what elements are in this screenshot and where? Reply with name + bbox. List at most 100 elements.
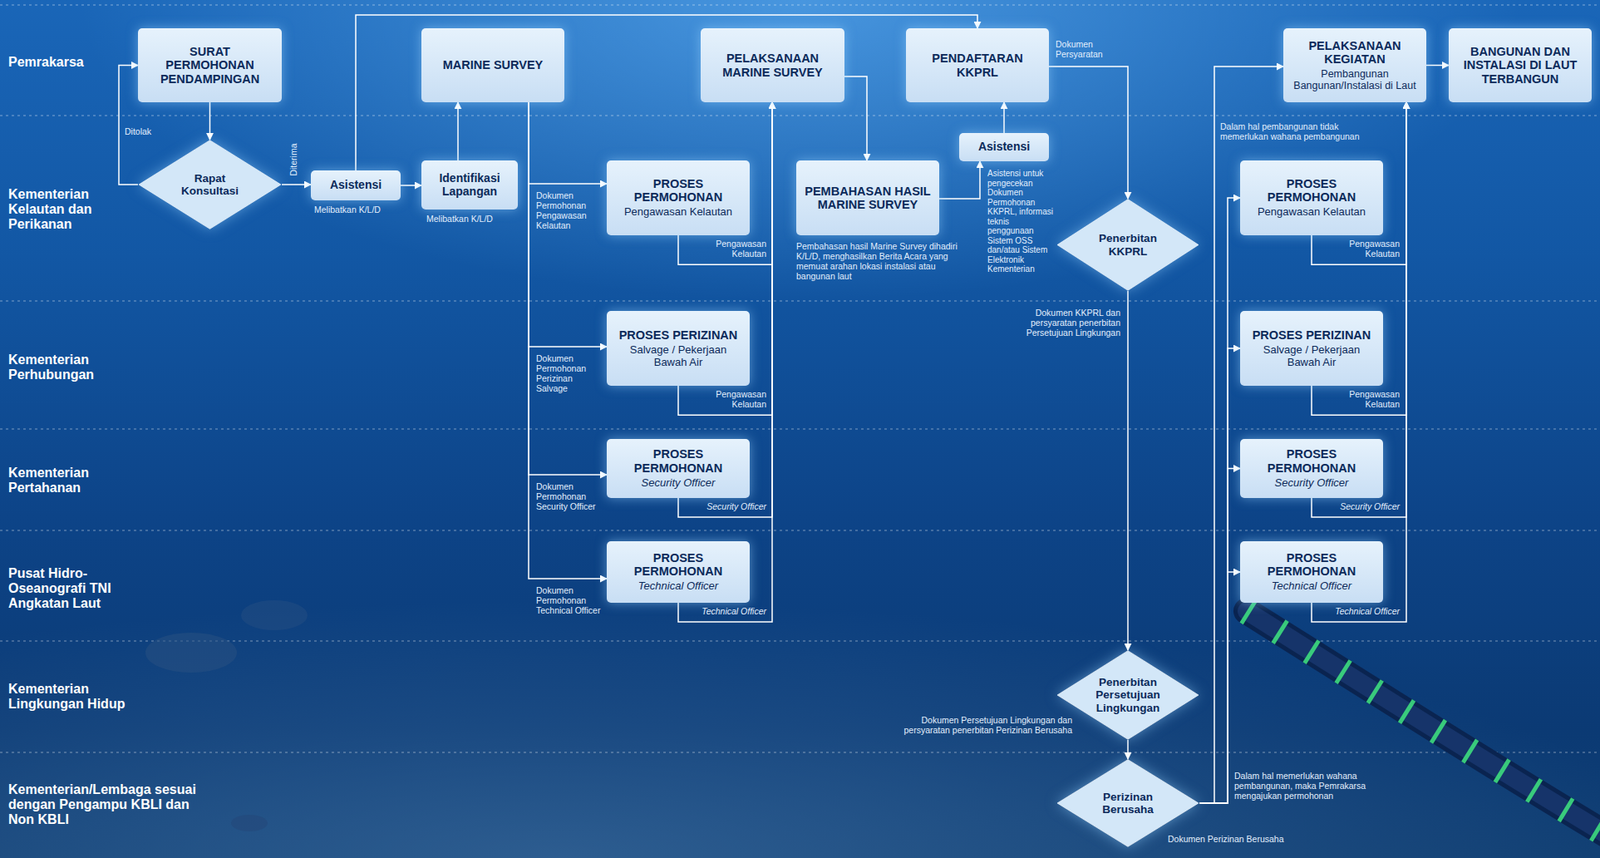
flow-connector bbox=[457, 102, 459, 161]
output-label: Security Officer bbox=[686, 501, 767, 512]
output-label: Pengawasan Kelautan bbox=[1319, 238, 1400, 259]
note-label: Dokumen KKPRL dan persyaratan penerbitan… bbox=[995, 307, 1121, 338]
note-label: Asistensi untuk pengecekan Dokumen Permo… bbox=[987, 168, 1054, 275]
output-label: Technical Officer bbox=[686, 605, 767, 616]
decision-diamond: Rapat Konsultasi bbox=[137, 139, 282, 230]
seabed-rocks bbox=[145, 600, 308, 832]
lane-label: Kementerian Perhubungan bbox=[8, 352, 129, 383]
flow-connector bbox=[1127, 290, 1129, 650]
process-box: PROSES PERMOHONAN Pengawasan Kelautan bbox=[606, 160, 750, 236]
process-box: PELAKSANAAN MARINE SURVEY bbox=[700, 28, 845, 103]
note-label: Melibatkan K/L/D bbox=[314, 204, 406, 215]
output-label: Technical Officer bbox=[1319, 605, 1400, 616]
box-title: PROSES PERMOHONAN bbox=[613, 177, 744, 204]
box-title: Penerbitan KKPRL bbox=[1083, 231, 1173, 257]
box-title: Asistensi bbox=[978, 140, 1030, 154]
note-label: Dokumen Persetujuan Lingkungan dan persy… bbox=[897, 714, 1073, 735]
flow-connector bbox=[1199, 197, 1241, 803]
note-label: Ditolak bbox=[124, 126, 175, 137]
submarine-cable bbox=[1246, 610, 1600, 836]
flow-connector bbox=[528, 102, 607, 347]
flow-connector bbox=[939, 161, 980, 199]
lane-label: Pemrakarsa bbox=[8, 54, 129, 70]
flow-connector bbox=[1199, 348, 1241, 803]
output-label: Security Officer bbox=[1319, 501, 1400, 512]
flow-connector bbox=[1003, 102, 1005, 133]
box-subtitle: Security Officer bbox=[1275, 477, 1349, 490]
lane-divider bbox=[0, 300, 1600, 301]
box-title: PROSES PERMOHONAN bbox=[613, 551, 744, 578]
lane-divider bbox=[0, 114, 1600, 116]
box-subtitle: Salvage / Pekerjaan Bawah Air bbox=[613, 344, 744, 369]
box-title: SURAT PERMOHONAN PENDAMPINGAN bbox=[144, 44, 276, 86]
diamond-shape bbox=[1057, 650, 1199, 740]
flow-connector bbox=[281, 183, 311, 186]
box-subtitle: Technical Officer bbox=[1271, 580, 1352, 593]
flow-connector bbox=[528, 102, 607, 475]
rock bbox=[145, 632, 237, 673]
note-label: Dokumen Permohonan Technical Officer bbox=[536, 585, 605, 616]
cable-body bbox=[1246, 610, 1600, 836]
decision-diamond: Penerbitan KKPRL bbox=[1056, 198, 1200, 291]
box-title: Penerbitan Persetujuan Lingkungan bbox=[1083, 675, 1173, 714]
lane-label: Pusat Hidro-Oseanografi TNI Angkatan Lau… bbox=[8, 566, 129, 611]
box-subtitle: Security Officer bbox=[641, 477, 716, 490]
diamond-shape bbox=[138, 140, 281, 230]
flow-connector bbox=[1127, 739, 1129, 759]
flow-connector bbox=[1199, 571, 1241, 803]
process-box: PROSES PERIZINANSalvage / Pekerjaan Bawa… bbox=[1240, 310, 1384, 386]
lane-divider bbox=[0, 640, 1600, 641]
note-label: Dokumen Persyaratan bbox=[1055, 39, 1123, 60]
box-title: PELAKSANAAN KEGIATAN bbox=[1289, 39, 1420, 66]
box-title: MARINE SURVEY bbox=[443, 58, 544, 72]
lane-label: Kementerian Lingkungan Hidup bbox=[8, 681, 129, 712]
decision-diamond: Penerbitan Persetujuan Lingkungan bbox=[1056, 649, 1200, 740]
rock bbox=[231, 814, 268, 832]
diamond-shape bbox=[1057, 199, 1199, 291]
process-box: BANGUNAN DAN INSTALASI DI LAUT TERBANGUN bbox=[1448, 28, 1592, 103]
box-title: Asistensi bbox=[329, 178, 382, 192]
process-box: PENDAFTARAN KKPRL bbox=[905, 28, 1049, 103]
box-title: PROSES PERIZINAN bbox=[1252, 328, 1372, 342]
box-subtitle: Pembangunan Bangunan/Instalasi di Laut bbox=[1289, 68, 1420, 92]
note-label: Pembahasan hasil Marine Survey dihadiri … bbox=[796, 241, 967, 281]
note-label: Dalam hal memerlukan wahana pembangunan,… bbox=[1234, 770, 1409, 801]
box-subtitle: Pengawasan Kelautan bbox=[624, 206, 733, 219]
flow-connector bbox=[1426, 64, 1449, 67]
box-title: PROSES PERIZINAN bbox=[619, 328, 739, 342]
box-title: PELAKSANAAN MARINE SURVEY bbox=[707, 51, 838, 79]
box-title: Perizinan Berusaha bbox=[1083, 790, 1173, 816]
flow-connector bbox=[528, 102, 607, 184]
flow-connector bbox=[355, 14, 978, 171]
flow-connector bbox=[118, 65, 138, 186]
diamond-shape bbox=[1057, 759, 1199, 847]
process-box: PROSES PERMOHONANSecurity Officer bbox=[1240, 438, 1384, 498]
box-title: PENDAFTARAN KKPRL bbox=[912, 51, 1043, 79]
lane-label: Kementerian Kelautan dan Perikanan bbox=[8, 187, 129, 232]
output-label: Pengawasan Kelautan bbox=[1319, 388, 1400, 409]
process-box: MARINE SURVEY bbox=[421, 28, 565, 103]
process-box: PELAKSANAAN KEGIATANPembangunan Bangunan… bbox=[1283, 28, 1427, 103]
process-box: PROSES PERMOHONAN Technical Officer bbox=[1240, 541, 1384, 603]
output-label: Pengawasan Kelautan bbox=[686, 238, 767, 259]
lane-divider bbox=[0, 751, 1600, 753]
box-title: PROSES PERMOHONAN bbox=[1246, 177, 1377, 204]
process-box: PROSES PERIZINAN Salvage / Pekerjaan Bawa… bbox=[606, 310, 750, 386]
rock bbox=[241, 600, 308, 631]
process-box: Identifikasi Lapangan bbox=[421, 160, 518, 210]
flow-connector bbox=[1199, 468, 1241, 804]
cable-rings bbox=[1246, 610, 1600, 836]
box-title: PROSES PERMOHONAN bbox=[1246, 551, 1377, 578]
note-label: Melibatkan K/L/D bbox=[426, 213, 522, 224]
process-box: PROSES PERMOHONANTechnical Officer bbox=[606, 541, 750, 603]
flow-connector bbox=[400, 184, 422, 187]
note-label: Dalam hal pembangunan tidak memerlukan w… bbox=[1220, 121, 1362, 142]
box-title: BANGUNAN DAN INSTALASI DI LAUT TERBANGUN bbox=[1455, 44, 1586, 86]
process-box: SURAT PERMOHONAN PENDAMPINGAN bbox=[137, 28, 282, 103]
flow-connector bbox=[209, 102, 212, 140]
box-title: Rapat Konsultasi bbox=[165, 172, 255, 197]
process-box: Asistensi bbox=[959, 132, 1049, 162]
flow-connector bbox=[844, 76, 867, 161]
note-label: Dokumen Permohonan Security Officer bbox=[536, 481, 605, 512]
